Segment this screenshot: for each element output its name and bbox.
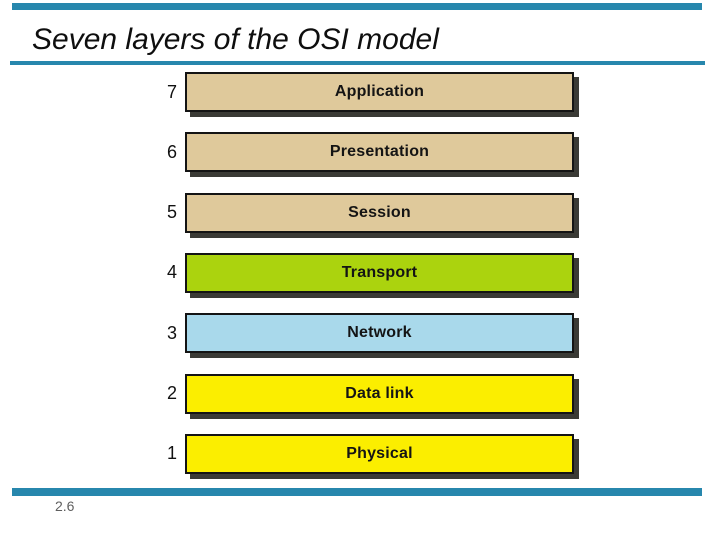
layer-bar-data-link: Data link [185, 373, 574, 414]
layer-number: 1 [166, 443, 177, 464]
bottom-accent-bar [12, 488, 702, 496]
layer-label: Transport [341, 263, 418, 281]
osi-layer-row: 5 Session [0, 192, 574, 233]
layer-number: 5 [166, 202, 177, 223]
layer-label: Data link [345, 384, 414, 402]
layer-number: 6 [166, 141, 177, 162]
layer-bar-presentation: Presentation [185, 132, 574, 173]
osi-layer-row: 1 Physical [0, 433, 574, 474]
layer-label: Presentation [329, 143, 430, 161]
layer-bar-session: Session [185, 192, 574, 233]
layer-label: Physical [346, 444, 413, 462]
osi-layer-row: 2 Data link [0, 373, 574, 414]
title-underline [10, 61, 705, 65]
layer-bar-application: Application [185, 72, 574, 112]
layer-number: 7 [166, 81, 177, 102]
layer-label: Application [334, 83, 425, 100]
page-title: Seven layers of the OSI model [32, 23, 439, 56]
osi-layer-row: 3 Network [0, 313, 574, 354]
osi-layer-row: 4 Transport [0, 252, 574, 293]
layer-number: 2 [166, 383, 177, 404]
layer-bar-transport: Transport [185, 252, 574, 293]
layer-bar-physical: Physical [185, 433, 574, 474]
layer-bar-network: Network [185, 313, 574, 354]
layer-label: Network [347, 324, 412, 342]
slide-page-number: 2.6 [55, 498, 75, 514]
osi-layer-row: 6 Presentation [0, 132, 574, 173]
osi-stack-diagram: 7 Application 6 Presentation 5 Session 4… [0, 72, 574, 474]
layer-label: Session [348, 203, 411, 221]
layer-number: 4 [166, 262, 177, 283]
layer-number: 3 [166, 322, 177, 343]
top-accent-bar [12, 3, 702, 10]
osi-layer-row: 7 Application [0, 72, 574, 112]
